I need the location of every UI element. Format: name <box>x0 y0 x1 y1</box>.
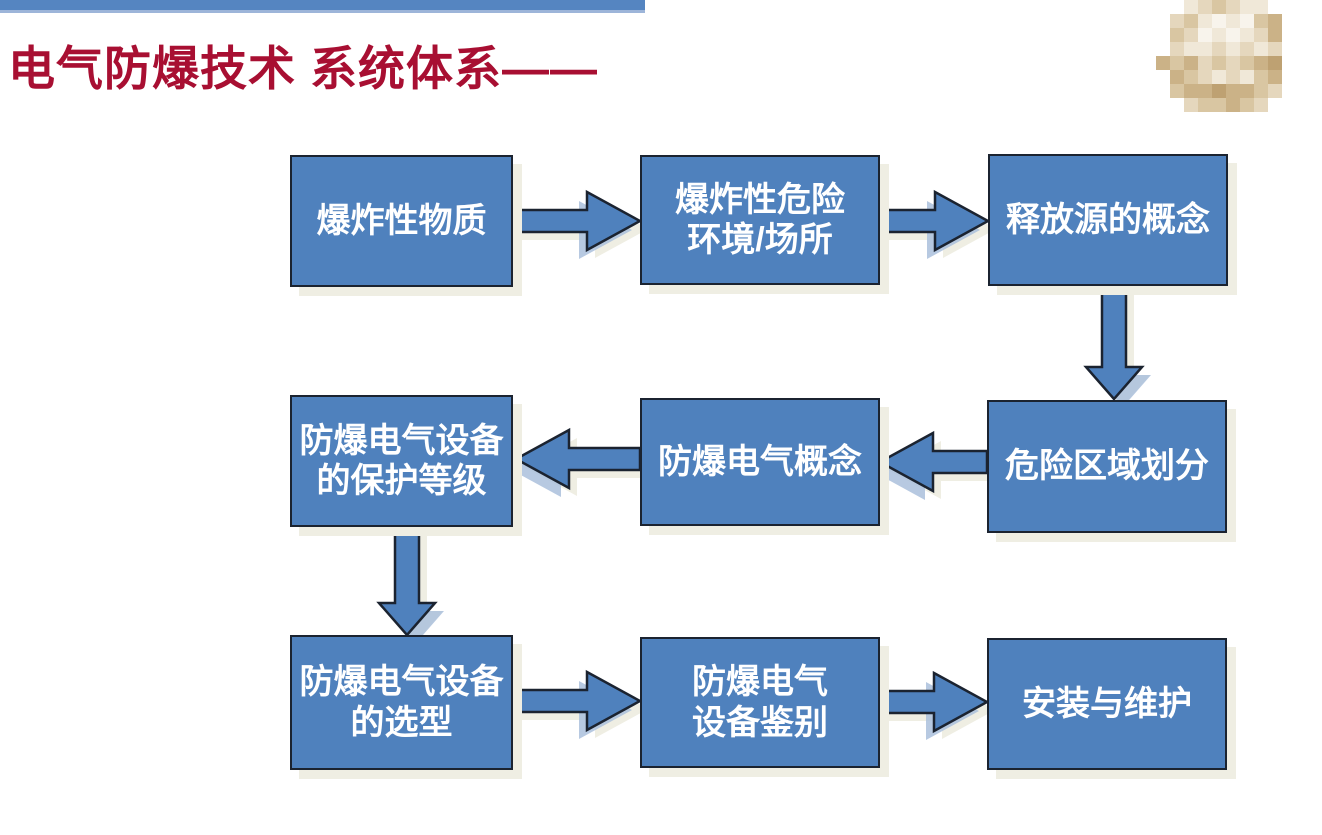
flow-box-label: 防爆电气 <box>692 663 828 702</box>
logo-pixel <box>1226 84 1240 98</box>
flow-box-explosive-substances: 爆炸性物质 <box>290 155 513 287</box>
logo-pixel <box>1170 14 1184 28</box>
logo-pixel <box>1212 98 1226 112</box>
logo-pixel <box>1184 14 1198 28</box>
logo-pixel <box>1184 84 1198 98</box>
logo-pixel <box>1198 84 1212 98</box>
logo-pixel <box>1254 42 1268 56</box>
top-accent-bar <box>0 0 645 13</box>
logo-pixel <box>1268 56 1282 70</box>
flow-box-label: 释放源的概念 <box>1006 200 1210 239</box>
logo-pixel <box>1254 70 1268 84</box>
logo-pixel <box>1226 56 1240 70</box>
flow-box-release-source: 释放源的概念 <box>988 154 1228 286</box>
logo-pixel <box>1268 14 1282 28</box>
logo-pixel <box>1212 84 1226 98</box>
flow-arrow-left-exproof-concept-to-protection-level <box>508 427 648 497</box>
flow-arrow-left-zone-classification-to-exproof-concept <box>872 430 995 500</box>
logo-pixel <box>1170 28 1184 42</box>
logo-pixel <box>1212 56 1226 70</box>
flow-arrow-down-release-source-to-zone-classification <box>1083 284 1151 407</box>
logo-pixel <box>1170 42 1184 56</box>
logo-pixel <box>1170 70 1184 84</box>
flow-box-label: 爆炸性物质 <box>316 201 487 240</box>
logo-pixel <box>1226 14 1240 28</box>
flow-box-label: 安装与维护 <box>1022 684 1192 723</box>
logo-pixel <box>1254 28 1268 42</box>
logo-pixel <box>1254 0 1268 14</box>
logo-image <box>1156 0 1296 112</box>
flow-arrow-right-equipment-identification-to-installation-maintenance <box>878 670 995 740</box>
logo-pixel <box>1198 28 1212 42</box>
logo-pixel <box>1268 28 1282 42</box>
logo-pixel <box>1240 70 1254 84</box>
flow-box-equipment-identification: 防爆电气设备鉴别 <box>640 637 880 768</box>
flow-arrow-right-equipment-selection-to-equipment-identification <box>511 669 648 739</box>
logo-pixel <box>1268 42 1282 56</box>
logo-pixel <box>1198 56 1212 70</box>
logo-pixel <box>1226 42 1240 56</box>
flow-box-label: 防爆电气设备 <box>299 663 504 702</box>
flow-box-label: 环境/场所 <box>687 221 833 259</box>
logo-pixel <box>1184 28 1198 42</box>
logo-pixel <box>1226 28 1240 42</box>
logo-pixel <box>1212 42 1226 56</box>
logo-pixel <box>1240 14 1254 28</box>
logo-pixel <box>1254 14 1268 28</box>
logo-pixel <box>1170 84 1184 98</box>
flow-box-installation-maintenance: 安装与维护 <box>987 638 1227 770</box>
logo-pixel <box>1170 56 1184 70</box>
flow-box-label: 爆炸性危险 <box>675 180 845 219</box>
logo-pixel <box>1240 28 1254 42</box>
logo-pixel <box>1226 98 1240 112</box>
logo-pixel <box>1268 70 1282 84</box>
flow-box-exproof-concept: 防爆电气概念 <box>640 398 880 526</box>
flow-box-label: 设备鉴别 <box>692 703 828 742</box>
flow-box-hazardous-environment: 爆炸性危险环境/场所 <box>640 155 880 285</box>
logo-pixel <box>1184 0 1198 14</box>
logo-pixel <box>1226 70 1240 84</box>
flow-box-label: 防爆电气概念 <box>658 442 862 481</box>
flow-box-label: 的保护等级 <box>316 462 487 500</box>
flow-box-label: 防爆电气设备 <box>299 421 504 460</box>
flow-arrow-right-explosive-substances-to-hazardous-environment <box>511 189 648 259</box>
flow-box-zone-classification: 危险区域划分 <box>987 400 1227 533</box>
flow-arrow-down-protection-level-to-equipment-selection <box>376 525 444 643</box>
flow-box-label: 危险区域划分 <box>1005 447 1209 486</box>
logo-pixel <box>1212 70 1226 84</box>
logo-pixel <box>1198 70 1212 84</box>
logo-pixel <box>1254 98 1268 112</box>
flow-arrow-right-hazardous-environment-to-release-source <box>878 189 996 259</box>
logo-pixel <box>1240 98 1254 112</box>
logo-pixel <box>1240 84 1254 98</box>
logo-pixel <box>1268 84 1282 98</box>
logo-pixel <box>1184 42 1198 56</box>
logo-pixel <box>1198 0 1212 14</box>
logo-pixel <box>1212 0 1226 14</box>
logo-pixel <box>1184 56 1198 70</box>
logo-pixel <box>1156 56 1170 70</box>
flow-box-equipment-selection: 防爆电气设备的选型 <box>290 635 513 770</box>
logo-pixel <box>1198 14 1212 28</box>
page-title: 电气防爆技术 系统体系—— <box>8 42 599 95</box>
logo-pixel <box>1198 98 1212 112</box>
logo-pixel <box>1240 0 1254 14</box>
logo-pixel <box>1184 70 1198 84</box>
logo-pixel <box>1212 14 1226 28</box>
logo-pixel <box>1240 56 1254 70</box>
flow-box-protection-level: 防爆电气设备的保护等级 <box>290 395 513 527</box>
flow-box-label: 的选型 <box>350 703 453 742</box>
logo-pixel <box>1212 28 1226 42</box>
logo-pixel <box>1226 0 1240 14</box>
logo-pixel <box>1240 42 1254 56</box>
logo-pixel <box>1254 56 1268 70</box>
logo-pixel <box>1198 42 1212 56</box>
logo-pixel <box>1184 98 1198 112</box>
logo-pixel <box>1254 84 1268 98</box>
